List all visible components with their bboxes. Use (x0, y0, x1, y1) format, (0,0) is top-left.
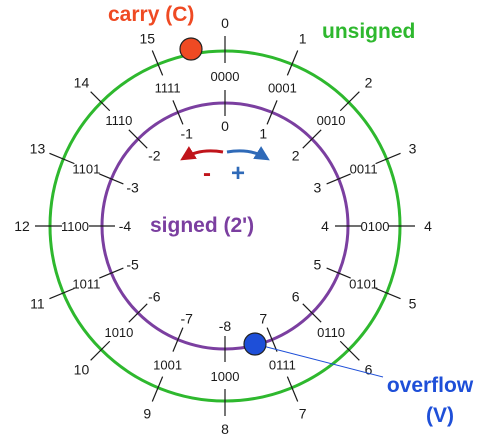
signed-value--6: -6 (148, 289, 161, 305)
inner-tick-7 (266, 327, 278, 352)
increment-arrow (226, 146, 270, 161)
inner-tick-1 (266, 100, 278, 125)
unsigned-label: unsigned (322, 20, 415, 43)
outer-tick-11 (49, 287, 75, 300)
binary-value-0100: 0100 (361, 219, 390, 234)
signed-value-7: 7 (259, 310, 267, 326)
outer-tick-13 (49, 152, 75, 165)
unsigned-value-7: 7 (299, 406, 307, 422)
inner-tick-6 (302, 303, 322, 323)
signed-value-4: 4 (321, 218, 329, 234)
binary-value-0001: 0001 (268, 80, 297, 95)
outer-tick-3 (375, 152, 401, 165)
signed-value-1: 1 (259, 126, 267, 142)
overflow-label: overflow (387, 374, 474, 397)
unsigned-value-6: 6 (365, 362, 373, 378)
unsigned-value-12: 12 (14, 218, 30, 234)
signed-value--8: -8 (219, 318, 232, 334)
signed-value-6: 6 (292, 289, 300, 305)
binary-value-1001: 1001 (153, 358, 182, 373)
signed-value--7: -7 (181, 310, 194, 326)
signed-value--3: -3 (126, 180, 139, 196)
inner-tick-11 (99, 267, 124, 279)
outer-tick-10 (90, 340, 111, 361)
signed-value--2: -2 (148, 147, 161, 163)
outer-tick-6 (339, 340, 360, 361)
binary-value-1100: 1100 (61, 219, 89, 234)
binary-value-1101: 1101 (72, 162, 100, 177)
binary-value-1010: 1010 (104, 325, 133, 340)
binary-value-1110: 1110 (105, 113, 132, 128)
inner-tick-13 (99, 173, 124, 185)
signed-value--1: -1 (181, 126, 194, 142)
inner-tick-10 (128, 303, 148, 323)
unsigned-value-9: 9 (143, 406, 151, 422)
signed-value--5: -5 (126, 256, 139, 272)
unsigned-value-8: 8 (221, 421, 229, 437)
unsigned-value-3: 3 (409, 140, 417, 156)
inner-tick-5 (326, 267, 351, 279)
binary-value-1011: 1011 (72, 276, 100, 291)
unsigned-value-4: 4 (424, 218, 432, 234)
outer-tick-15 (151, 50, 164, 76)
unsigned-value-2: 2 (365, 74, 373, 90)
binary-value-0101: 0101 (349, 276, 378, 291)
signed-value--4: -4 (119, 218, 132, 234)
binary-value-0000: 0000 (211, 69, 240, 84)
unsigned-value-14: 14 (74, 74, 90, 90)
unsigned-value-0: 0 (221, 15, 229, 31)
inner-tick-2 (302, 129, 322, 149)
unsigned-value-15: 15 (140, 30, 156, 46)
binary-value-0010: 0010 (317, 113, 346, 128)
inner-tick-15 (172, 100, 184, 125)
carry-label: carry (C) (108, 3, 194, 26)
overflow-marker (243, 332, 267, 356)
outer-tick-5 (375, 287, 401, 300)
signed-label: signed (2') (150, 214, 254, 237)
unsigned-value-13: 13 (30, 140, 46, 156)
carry-marker (179, 37, 203, 61)
inner-tick-3 (326, 173, 351, 185)
outer-tick-7 (286, 376, 299, 402)
decrement-arrow (180, 146, 224, 161)
overflow-pointer-line (254, 343, 384, 378)
minus-sign: - (203, 160, 211, 187)
outer-tick-2 (339, 91, 360, 112)
signed-value-5: 5 (313, 256, 321, 272)
signed-value-0: 0 (221, 118, 229, 134)
signed-value-3: 3 (313, 180, 321, 196)
inner-tick-9 (172, 327, 184, 352)
outer-tick-14 (90, 91, 111, 112)
binary-value-1000: 1000 (211, 369, 240, 384)
unsigned-value-11: 11 (30, 296, 45, 312)
outer-tick-9 (151, 376, 164, 402)
unsigned-value-1: 1 (299, 30, 307, 46)
binary-value-1111: 1111 (155, 80, 181, 95)
outer-tick-1 (286, 50, 299, 76)
unsigned-value-10: 10 (74, 362, 90, 378)
overflow-v-label: (V) (426, 404, 454, 427)
inner-tick-14 (128, 129, 148, 149)
unsigned-value-5: 5 (409, 296, 417, 312)
binary-value-0111: 0111 (269, 358, 296, 373)
binary-value-0110: 0110 (317, 325, 345, 340)
signed-value-2: 2 (292, 147, 300, 163)
plus-sign: + (231, 160, 245, 187)
binary-value-0011: 0011 (350, 162, 378, 177)
